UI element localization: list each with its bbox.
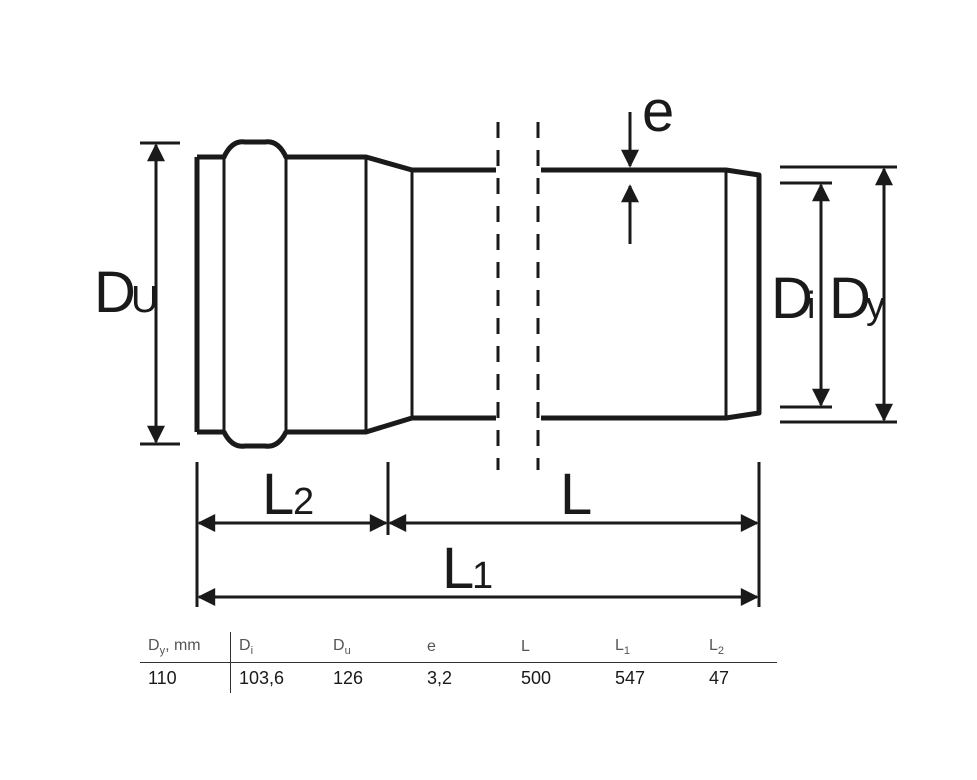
cell-e: 3,2 [427,667,453,688]
col-header-du: Du [325,632,419,663]
di-label-sub: i [807,285,815,327]
col-header-l2: L2 [701,632,777,663]
table-row: 110 103,6 126 3,2 500 547 47 [140,662,777,693]
break-lines [496,122,540,470]
length-dimensions [195,462,761,607]
di-dy-dimension [780,165,897,424]
spec-table: Dy, mm Di Du e L L1 L2 110 103,6 126 3,2… [140,632,777,693]
pipe-inner-lines [222,157,728,432]
col-header-e: e [419,632,513,663]
cell-dy: 110 [140,662,231,693]
dy-label-sub: y [866,285,885,327]
du-label: D [94,260,136,325]
l1-label-sub: 1 [472,555,493,597]
cell-du: 126 [333,667,364,688]
cell-l2: 47 [709,667,730,688]
cell-di: 103,6 [239,667,285,688]
du-dimension [140,141,180,446]
col-header-l: L [513,632,607,663]
pipe-dimension-diagram: D U D i D y e L 2 L L 1 [94,79,897,607]
cell-l1: 547 [615,667,646,688]
col-header-dy: Dy, mm [140,632,231,663]
e-label: e [642,79,674,144]
di-label: D [771,266,813,331]
pipe-outline [194,139,762,449]
du-label-sub: U [131,279,158,321]
cell-l: 500 [521,667,552,688]
l-label: L [560,462,592,527]
dy-label: D [829,266,871,331]
col-header-di: Di [230,632,325,663]
l2-label: L [262,462,294,527]
l1-label: L [442,536,474,601]
col-header-l1: L1 [607,632,701,663]
l2-label-sub: 2 [293,481,314,523]
spec-table-header-row: Dy, mm Di Du e L L1 L2 [140,632,777,663]
